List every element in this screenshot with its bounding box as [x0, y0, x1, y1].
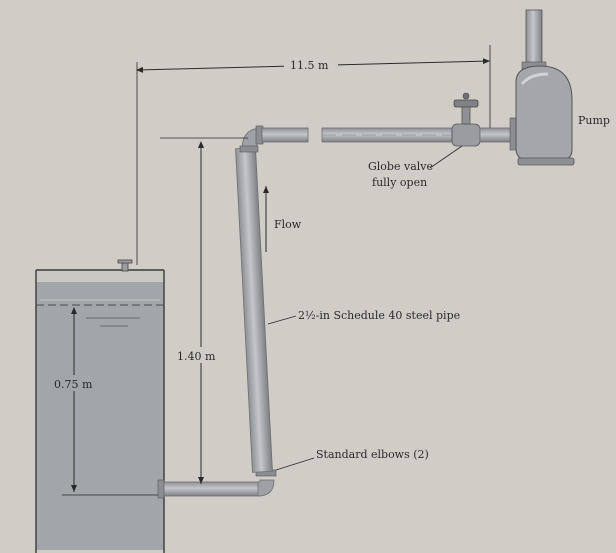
height-label-mask	[172, 347, 220, 363]
pipe-horizontal-upper-a	[261, 127, 309, 143]
globe-valve-icon	[451, 92, 481, 147]
tank-air-gap	[36, 270, 164, 282]
span-label: 11.5 m	[290, 59, 329, 72]
valve-leader-line	[429, 145, 463, 169]
pump-label: Pump	[578, 114, 610, 127]
height-dimension: 1.40 m	[160, 137, 248, 484]
depth-dimension: 0.75 m	[50, 307, 160, 496]
tank-water	[36, 282, 164, 550]
valve-label-line1: Globe valve	[368, 160, 433, 173]
piping	[157, 92, 518, 499]
tank-vent-cap	[117, 259, 133, 264]
valve-callout: Globe valve fully open	[368, 145, 463, 189]
depth-label-mask	[50, 375, 98, 391]
height-label: 1.40 m	[177, 350, 216, 363]
depth-label: 0.75 m	[54, 378, 93, 391]
pump-icon	[515, 9, 575, 166]
pipe-leader-line	[267, 315, 297, 325]
pipe-callout: 2½-in Schedule 40 steel pipe	[267, 309, 460, 325]
pipe-label: 2½-in Schedule 40 steel pipe	[298, 309, 460, 322]
flow-indicator: Flow	[263, 186, 302, 252]
elbows-callout: Standard elbows (2)	[275, 448, 429, 471]
tank-outlet-flange	[157, 479, 165, 499]
pipe-horizontal-lower	[159, 481, 261, 497]
elbows-leader-line	[275, 457, 315, 471]
lower-elbow	[257, 479, 275, 497]
tank	[35, 259, 165, 553]
upper-elbow-coupling	[239, 145, 259, 153]
flow-label: Flow	[274, 218, 302, 231]
span-label-mask	[284, 58, 338, 72]
valve-label-line2: fully open	[372, 176, 427, 189]
pipe-valve-to-pump	[479, 127, 513, 143]
elbows-label: Standard elbows (2)	[316, 448, 429, 461]
span-dimension: 11.5 m	[136, 45, 491, 265]
